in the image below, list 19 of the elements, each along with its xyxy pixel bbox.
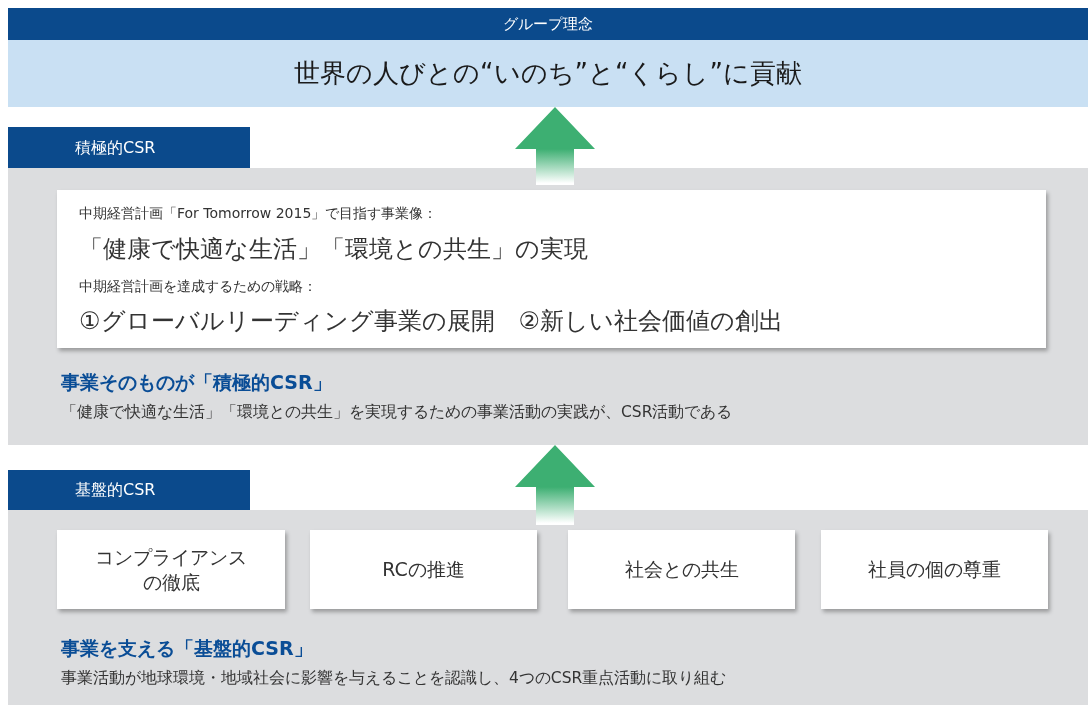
plan-statement: ①グローバルリーディング事業の展開 ②新しい社会価値の創出	[79, 306, 784, 337]
activity-box: RCの推進	[310, 530, 537, 609]
block-arrow	[515, 445, 595, 525]
header-bar: グループ理念	[8, 8, 1088, 40]
plan-caption: 中期経営計画を達成するための戦略：	[79, 278, 317, 296]
tab-label: 積極的CSR	[8, 127, 250, 168]
block-arrow	[515, 107, 595, 185]
plan-caption: 中期経営計画「For Tomorrow 2015」で目指す事業像：	[79, 205, 438, 223]
section-heading: 事業そのものが「積極的CSR」	[61, 370, 332, 395]
section-description: 「健康で快適な生活」「環境との共生」を実現するための事業活動の実践が、CSR活動である	[61, 402, 733, 423]
activity-box: 社員の個の尊重	[821, 530, 1048, 609]
activity-box: コンプライアンスの徹底	[57, 530, 285, 609]
plan-statement: 「健康で快適な生活」「環境との共生」の実現	[79, 234, 588, 265]
plan-card	[57, 190, 1046, 348]
section-description: 事業活動が地球環境・地域社会に影響を与えることを認識し、4つのCSR重点活動に取り組む	[61, 668, 727, 689]
tab-label: 基盤的CSR	[8, 470, 250, 510]
banner: 世界の人びとの“いのち”と“くらし”に貢献	[8, 40, 1088, 107]
section-heading: 事業を支える「基盤的CSR」	[61, 636, 313, 661]
activity-box: 社会との共生	[568, 530, 795, 609]
